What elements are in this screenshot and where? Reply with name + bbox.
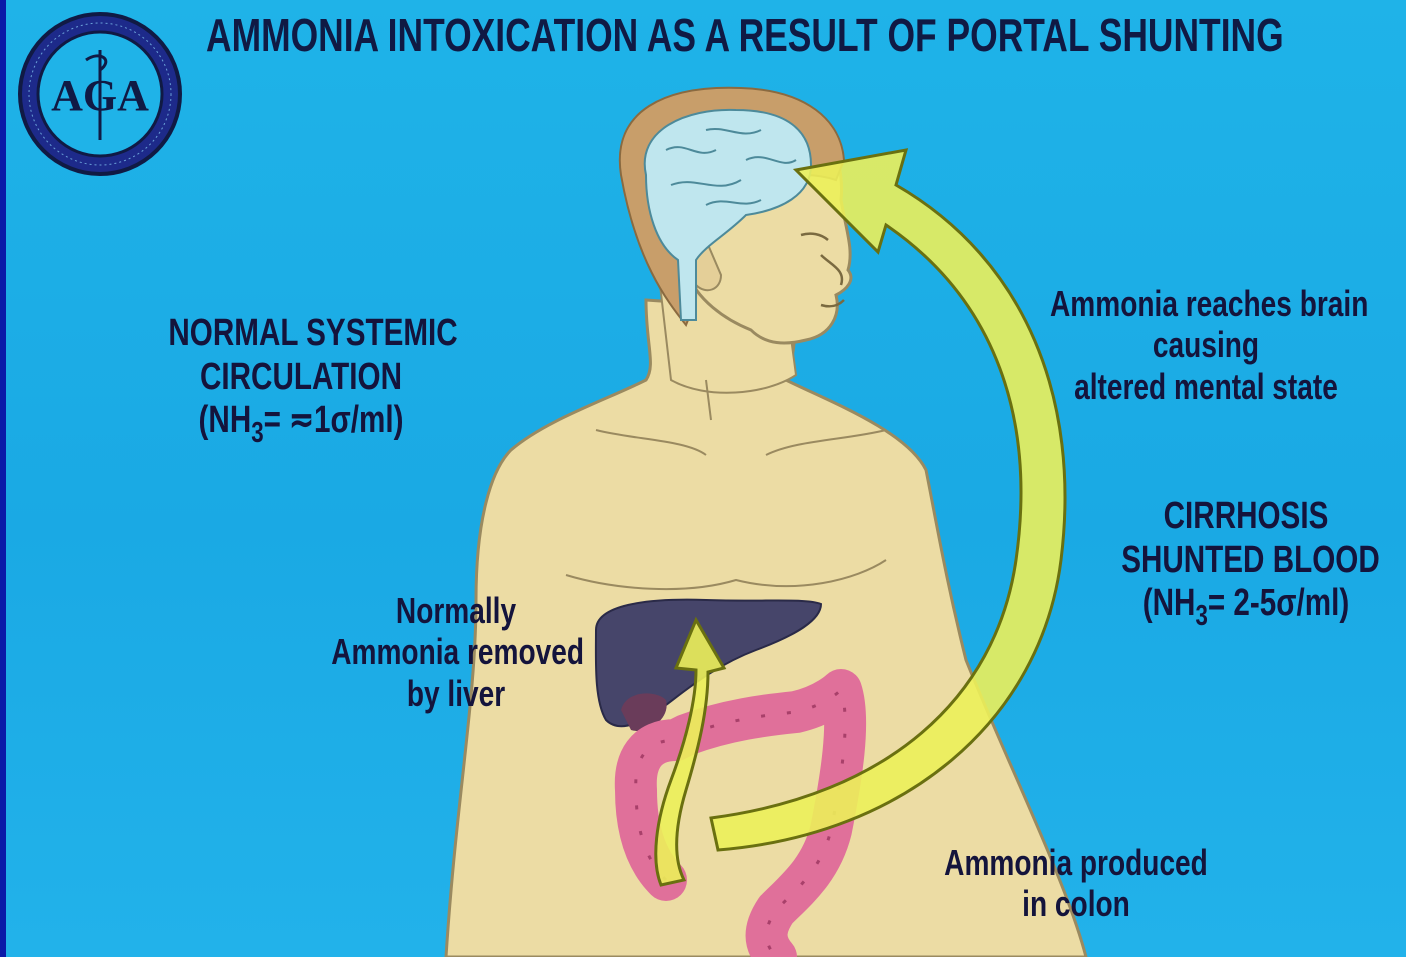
cirrhosis-line2: SHUNTED BLOOD — [1121, 539, 1371, 583]
aga-seal-logo: AGA — [16, 10, 184, 178]
cirrhosis-line1: CIRRHOSIS — [1121, 495, 1371, 539]
brain-note-line1: Ammonia reaches brain — [1050, 283, 1362, 324]
brain-note-line3: altered mental state — [1050, 366, 1362, 407]
anatomy-illustration — [6, 0, 1406, 957]
colon-note-line2: in colon — [943, 883, 1208, 924]
normal-circulation-line1: NORMAL SYSTEMIC — [168, 312, 433, 356]
liver-note-line1: Normally — [331, 590, 581, 631]
liver-note-line3: by liver — [331, 673, 581, 714]
cirrhosis-label: CIRRHOSIS SHUNTED BLOOD (NH3= 2-5σ/ml) — [1121, 495, 1371, 633]
slide-title: AMMONIA INTOXICATION AS A RESULT OF PORT… — [206, 8, 1130, 62]
colon-note-label: Ammonia produced in colon — [943, 842, 1208, 925]
cirrhosis-formula: (NH3= 2-5σ/ml) — [1121, 582, 1371, 633]
slide: AGA AMMONIA INTOXICATION AS A RESULT OF … — [6, 0, 1406, 957]
brain-note-label: Ammonia reaches brain causing altered me… — [1050, 283, 1362, 407]
colon-note-line1: Ammonia produced — [943, 842, 1208, 883]
liver-note-label: Normally Ammonia removed by liver — [331, 590, 581, 714]
normal-circulation-label: NORMAL SYSTEMIC CIRCULATION (NH3= ≂1σ/ml… — [168, 312, 433, 450]
normal-circulation-formula: (NH3= ≂1σ/ml) — [168, 399, 433, 450]
brain-note-line2: causing — [1050, 324, 1362, 365]
liver-note-line2: Ammonia removed — [331, 631, 581, 672]
normal-circulation-line2: CIRCULATION — [168, 356, 433, 400]
